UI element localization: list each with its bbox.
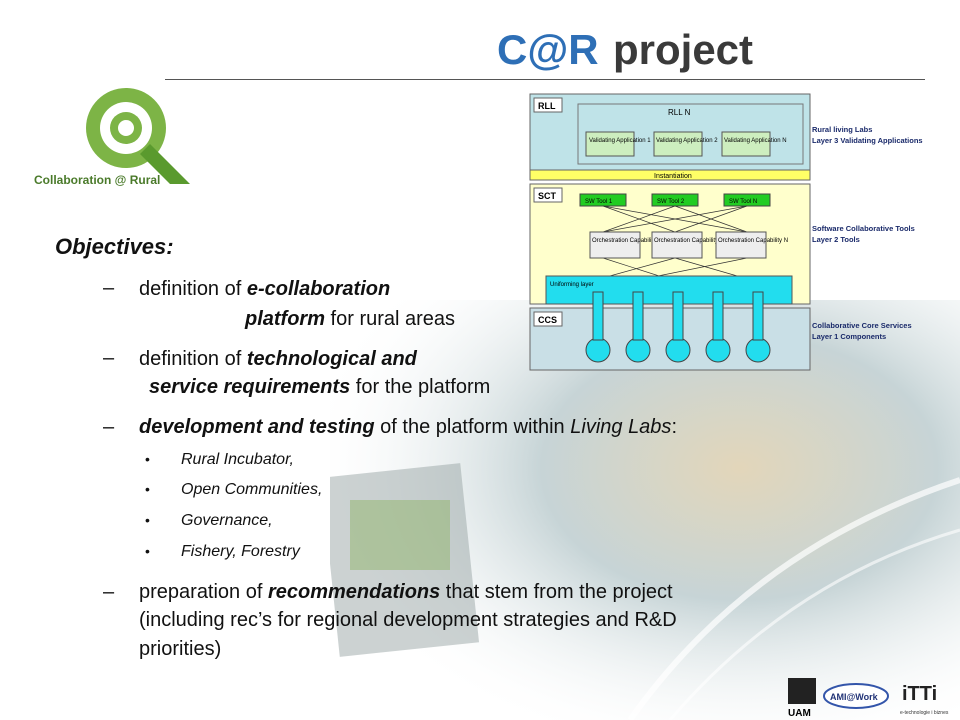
uam-logo: UAM — [788, 708, 811, 719]
ccs-layer — [529, 307, 811, 371]
sct-label: SCT — [538, 191, 557, 201]
objective-2-line1: definition of technological and — [139, 348, 417, 370]
svg-text:e-technologie i biznes: e-technologie i biznes — [900, 710, 949, 716]
uam-crest-icon — [788, 678, 816, 704]
objective-4-line3: priorities) — [139, 638, 222, 660]
svg-text:Layer 3 Validating Application: Layer 3 Validating Applications — [812, 136, 923, 145]
dash: – — [103, 277, 115, 299]
objective-4-line1: preparation of recommendations that stem… — [139, 581, 673, 603]
svg-text:Uniforming layer: Uniforming layer — [550, 282, 594, 288]
partner-logos: UAM AMI@Work iTTi e-technologie i biznes — [788, 678, 949, 719]
objective-3: development and testing of the platform … — [139, 416, 677, 438]
dash: – — [103, 347, 115, 369]
svg-text:Rural living Labs: Rural living Labs — [812, 125, 872, 134]
title-car: C@R — [497, 26, 599, 73]
architecture-diagram: RLL RLL N Validating Application 1 Valid… — [529, 93, 923, 371]
svg-text:Collaborative Core Services: Collaborative Core Services — [812, 321, 912, 330]
ami-logo-icon — [823, 683, 889, 709]
orchestration-1: Orchestration Capability 1 — [592, 238, 662, 244]
objective-4-line2: (including rec’s for regional developmen… — [139, 609, 677, 631]
subitem-open-communities: Open Communities, — [181, 481, 323, 498]
subitem-rural-incubator: Rural Incubator, — [181, 451, 294, 468]
objective-2-line2: service requirements for the platform — [149, 376, 491, 398]
itti-logo: iTTi — [902, 683, 937, 705]
instantiation-bar — [529, 169, 811, 181]
logo-text: Collaboration @ Rural — [34, 173, 160, 187]
bullet: • — [145, 512, 150, 528]
dash: – — [103, 416, 115, 438]
title-project: project — [613, 26, 754, 73]
bullet: • — [145, 451, 150, 467]
uniforming-layer — [545, 275, 793, 305]
title-divider — [165, 79, 925, 80]
objective-1-line2: platform for rural areas — [245, 308, 456, 330]
objective-1-line1: definition of e-collaboration — [139, 278, 391, 300]
rlln-label: RLL N — [668, 108, 691, 117]
instantiation-label: Instantiation — [654, 173, 692, 180]
validating-app-n: Validating Application N — [724, 138, 787, 144]
bullet: • — [145, 481, 150, 497]
dash: – — [103, 581, 115, 603]
svg-text:Layer 2 Tools: Layer 2 Tools — [812, 235, 860, 244]
validating-app-1: Validating Application 1 — [589, 138, 651, 144]
bullet: • — [145, 543, 150, 559]
svg-text:Software Collaborative Tools: Software Collaborative Tools — [812, 224, 915, 233]
validating-app-2: Validating Application 2 — [656, 138, 718, 144]
orchestration-n: Orchestration Capability N — [718, 238, 788, 244]
sw-tool-n: SW Tool N — [729, 199, 757, 205]
svg-text:Layer 1 Components: Layer 1 Components — [812, 332, 886, 341]
subitem-governance: Governance, — [181, 512, 273, 529]
sw-tool-2: SW Tool 2 — [657, 199, 685, 205]
objectives-heading: Objectives: — [55, 234, 174, 259]
orchestration-2: Orchestration Capability 2 — [654, 238, 724, 244]
car-logo: Collaboration @ Rural — [34, 88, 190, 187]
sw-tool-1: SW Tool 1 — [585, 199, 613, 205]
rll-label: RLL — [538, 101, 556, 111]
ami-logo: AMI@Work — [830, 692, 879, 702]
subitem-fishery-forestry: Fishery, Forestry — [181, 543, 300, 560]
ccs-label: CCS — [538, 315, 557, 325]
